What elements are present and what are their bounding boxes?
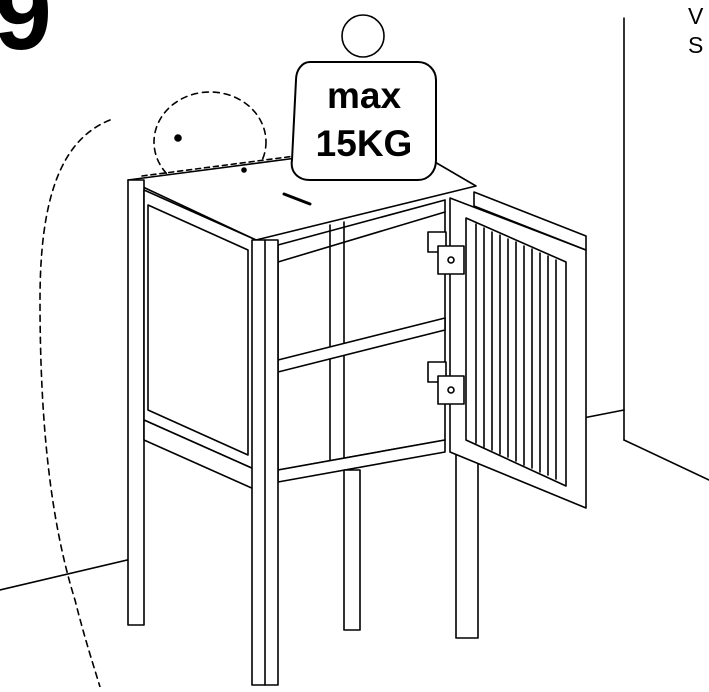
- side-panel-inset: [147, 204, 249, 456]
- leg-back-right: [343, 469, 361, 631]
- dashed-guide-path: [39, 119, 111, 688]
- weight-label-value: 15KG: [316, 123, 413, 164]
- weight-label-max: max: [327, 75, 401, 116]
- side-note-line2: S: [688, 32, 704, 58]
- door-frame-inner: [465, 217, 567, 487]
- floor-wall-line-left: [0, 556, 141, 591]
- screw-hole: [174, 134, 182, 142]
- hinge-lower: [427, 361, 465, 405]
- hinge-upper: [427, 231, 465, 275]
- wall-edge-dashed: [141, 139, 419, 177]
- side-note-line1: V: [688, 3, 704, 29]
- step-number: 9: [0, 0, 52, 72]
- side-note: V S: [688, 2, 703, 60]
- top-rail-inner: [277, 211, 446, 263]
- screw-hole: [241, 167, 247, 173]
- screw: [282, 192, 312, 206]
- weight-icon: [290, 14, 437, 181]
- floor-wall-line-right: [623, 439, 709, 481]
- door-top-edge: [473, 191, 587, 251]
